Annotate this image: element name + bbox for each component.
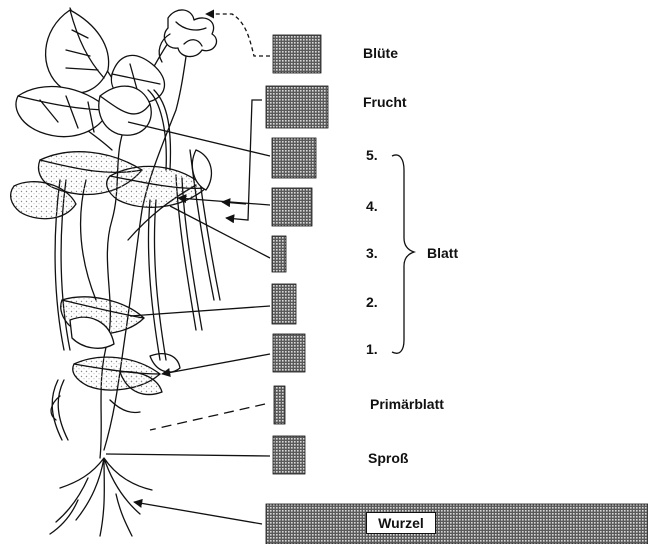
bar-leaf1: [273, 334, 305, 372]
bar-leaf4: [272, 188, 312, 226]
leaf-4-blade: [107, 166, 206, 207]
bar-frucht: [266, 86, 328, 128]
bar-primaerblatt: [274, 386, 285, 424]
connector-leaf4: [178, 198, 270, 205]
label-leaf3: 3.: [366, 245, 378, 261]
hatched-bars: [266, 35, 648, 544]
label-frucht: Frucht: [363, 94, 407, 110]
connector-spross: [106, 454, 270, 456]
label-leaf2: 2.: [366, 294, 378, 310]
connector-wurzel: [134, 502, 262, 524]
flower-cluster: [164, 10, 216, 57]
connector-primaerblatt: [150, 404, 265, 430]
blatt-brace: [392, 155, 414, 353]
label-primaerblatt: Primärblatt: [370, 396, 444, 412]
label-leaf4: 4.: [366, 198, 378, 214]
bar-spross: [273, 436, 305, 474]
leaf-left-large: [16, 87, 110, 137]
connector-leaf3: [170, 206, 270, 258]
label-blatt: Blatt: [427, 245, 458, 261]
bar-leaf3: [272, 236, 286, 272]
bar-wurzel: [266, 504, 648, 544]
bar-leaf2: [272, 284, 296, 324]
label-bluete: Blüte: [363, 45, 398, 61]
root-system: [50, 458, 152, 536]
label-leaf1: 1.: [366, 341, 378, 357]
bar-leaf5: [272, 138, 316, 178]
leaf-top-left: [46, 10, 109, 93]
connector-bluete: [206, 14, 270, 56]
label-wurzel: Wurzel: [366, 512, 436, 534]
connector-leaf1: [162, 354, 270, 374]
bar-bluete: [273, 35, 321, 73]
bean-plant-illustration: [11, 8, 220, 536]
label-leaf5: 5.: [366, 147, 378, 163]
label-spross: Sproß: [368, 450, 408, 466]
